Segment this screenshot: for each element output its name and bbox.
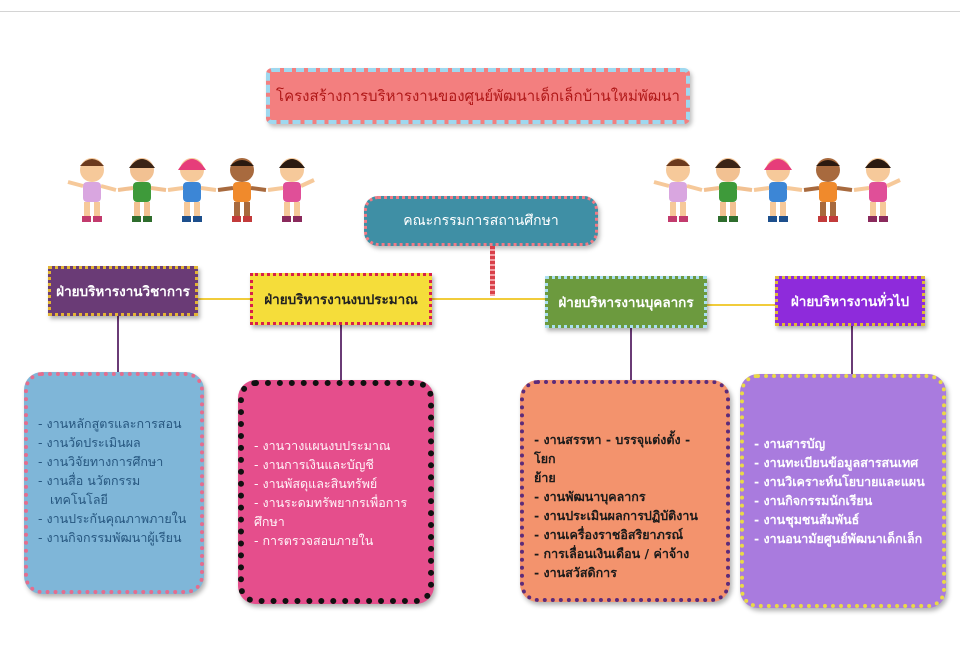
general-duties-box: - งานสารบัญ - งานทะเบียนข้อมูลสารสนเทศ -…: [740, 374, 946, 608]
child-figure: [803, 158, 853, 222]
general-connector: [851, 326, 853, 374]
top-border-line: [0, 11, 960, 12]
list-item: เทคโนโลยี: [50, 492, 108, 507]
list-item: - การตรวจสอบภายใน: [254, 533, 374, 548]
child-figure: [703, 158, 753, 222]
list-item: - งานกิจกรรมนักเรียน: [754, 493, 873, 508]
horizontal-connector-center: [432, 298, 545, 300]
list-item: - งานหลักสูตรและการสอน: [38, 416, 182, 431]
dept-academic: ฝ่ายบริหารงานวิชาการ: [48, 266, 198, 316]
list-item: - งานสวัสดิการ: [534, 565, 617, 580]
children-illustration-left: [67, 158, 315, 222]
personnel-duties-list: - งานสรรหา - บรรจุแต่งตั้ง - โยก ย้าย - …: [534, 430, 716, 582]
budget-duties-box: - งานวางแผนงบประมาณ - งานการเงินและบัญชี…: [238, 380, 434, 604]
horizontal-connector-left: [198, 298, 250, 300]
list-item: - งานสรรหา - บรรจุแต่งตั้ง - โยก: [534, 432, 691, 466]
list-item: - งานประเมินผลการปฏิบัติงาน: [534, 508, 698, 523]
child-figure: [167, 158, 217, 222]
academic-duties-list: - งานหลักสูตรและการสอน - งานวัดประเมินผล…: [38, 414, 190, 547]
child-figure: [67, 158, 117, 222]
list-item: - งานเครื่องราชอิสริยาภรณ์: [534, 527, 684, 542]
list-item: - การเลื่อนเงินเดือน / ค่าจ้าง: [534, 546, 690, 561]
committee-node: คณะกรรมการสถานศึกษา: [364, 196, 598, 246]
children-illustration-right: [653, 158, 901, 222]
child-figure: [853, 158, 901, 222]
list-item: - งานสารบัญ: [754, 436, 826, 451]
academic-duties-box: - งานหลักสูตรและการสอน - งานวัดประเมินผล…: [24, 372, 204, 594]
list-item: - งานกิจกรรมพัฒนาผู้เรียน: [38, 530, 182, 545]
list-item: ย้าย: [534, 470, 556, 485]
list-item: - งานวัดประเมินผล: [38, 435, 141, 450]
org-chart-title: โครงสร้างการบริหารงานของศูนย์พัฒนาเด็กเล…: [266, 68, 690, 124]
dept-personnel: ฝ่ายบริหารงานบุคลากร: [545, 276, 707, 328]
horizontal-connector-right: [707, 304, 775, 306]
list-item: - งานพัสดุและสินทรัพย์: [254, 476, 378, 491]
list-item: ศึกษา: [254, 514, 285, 529]
child-figure: [653, 158, 703, 222]
general-duties-list: - งานสารบัญ - งานทะเบียนข้อมูลสารสนเทศ -…: [754, 434, 932, 548]
child-figure: [753, 158, 803, 222]
list-item: - งานระดมทรัพยากรเพื่อการ: [254, 495, 408, 510]
child-figure: [267, 158, 315, 222]
list-item: - งานการเงินและบัญชี: [254, 457, 374, 472]
list-item: - งานวิจัยทางการศึกษา: [38, 454, 164, 469]
budget-connector: [340, 325, 342, 380]
academic-connector: [117, 316, 119, 372]
list-item: - งานชุมชนสัมพันธ์: [754, 512, 860, 527]
list-item: - งานทะเบียนข้อมูลสารสนเทศ: [754, 455, 919, 470]
list-item: - งานประกันคุณภาพภายใน: [38, 511, 187, 526]
list-item: - งานอนามัยศูนย์พัฒนาเด็กเล็ก: [754, 531, 923, 546]
dept-general: ฝ่ายบริหารงานทั่วไป: [775, 276, 925, 326]
child-figure: [217, 158, 267, 222]
personnel-connector: [630, 328, 632, 380]
budget-duties-list: - งานวางแผนงบประมาณ - งานการเงินและบัญชี…: [254, 436, 418, 550]
list-item: - งานสื่อ นวัตกรรม: [38, 473, 141, 488]
child-figure: [117, 158, 167, 222]
list-item: - งานพัฒนาบุคลากร: [534, 489, 646, 504]
personnel-duties-box: - งานสรรหา - บรรจุแต่งตั้ง - โยก ย้าย - …: [520, 380, 730, 602]
committee-connector: [490, 246, 495, 296]
list-item: - งานวางแผนงบประมาณ: [254, 438, 391, 453]
list-item: - งานวิเคราะห์นโยบายและแผน: [754, 474, 925, 489]
dept-budget: ฝ่ายบริหารงานงบประมาณ: [250, 273, 432, 325]
